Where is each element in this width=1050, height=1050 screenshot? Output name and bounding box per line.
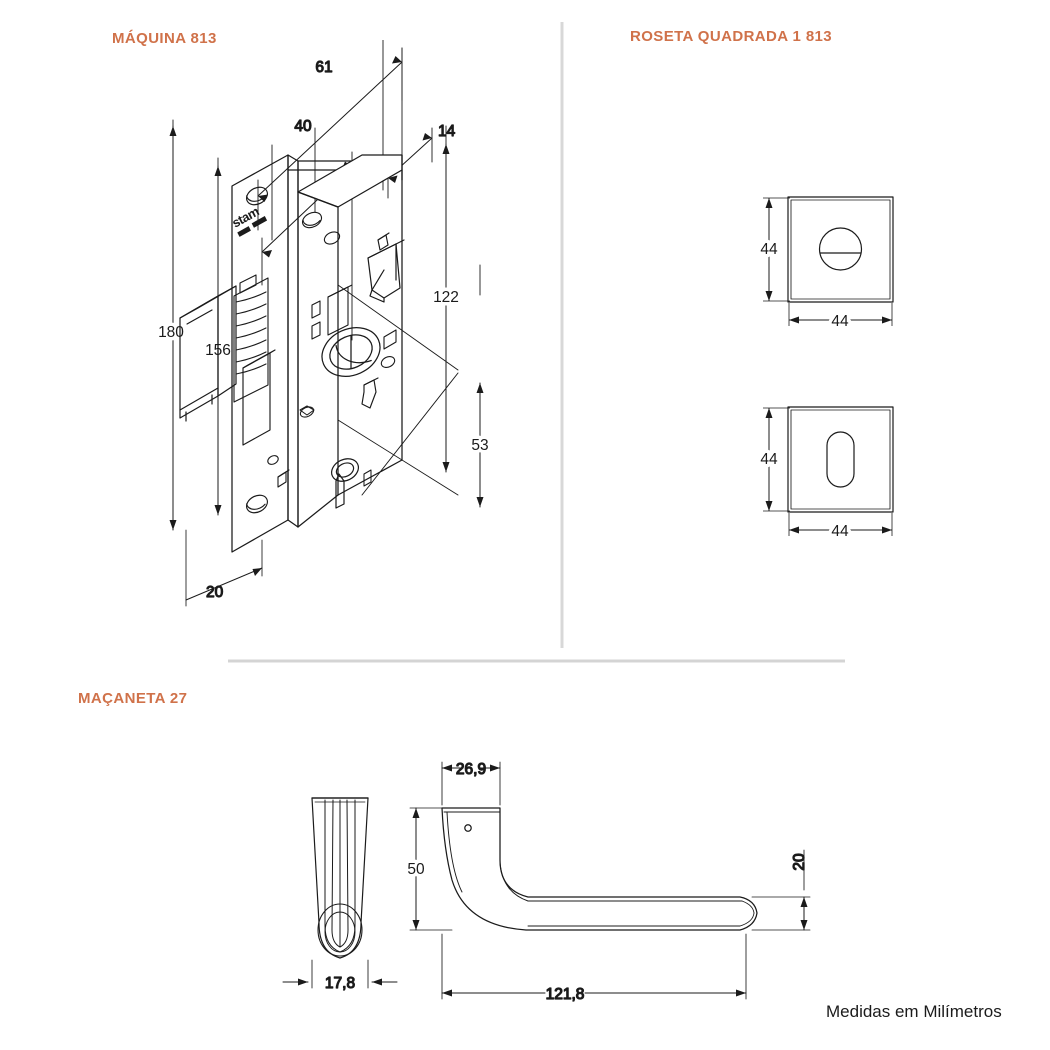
dim-53-line <box>476 382 484 508</box>
handle-profile <box>441 807 758 931</box>
dim-122-line <box>442 143 450 473</box>
thumbturn-circle <box>818 227 863 271</box>
deadbolt-slot <box>242 349 276 446</box>
rosette-plate <box>787 196 894 303</box>
handle-side-view: 26,9 50 20 <box>404 760 811 1004</box>
faceplate-screw-hole-top <box>246 186 268 206</box>
spring-coil <box>233 274 269 403</box>
handle-dim-26-9-label: 26,9 <box>456 761 486 778</box>
dim-53-label: 53 <box>471 437 488 454</box>
dim-180-line <box>169 125 177 531</box>
section-title-handle: MAÇANETA 27 <box>78 690 188 707</box>
faceplate-screw-hole-bottom <box>246 494 268 514</box>
faceplate-detail-holes <box>267 455 290 488</box>
dim-40-label: 40 <box>294 118 312 135</box>
dim-width-line <box>788 303 893 326</box>
dim-20-handle-line <box>751 849 811 931</box>
dim-height-line <box>763 197 790 302</box>
handle-dim-121-8-label: 121,8 <box>546 986 585 1003</box>
svg-text:stam: stam <box>230 204 262 231</box>
brand-logo-stam: stam <box>230 204 268 237</box>
rosette2-height-label: 44 <box>760 451 778 468</box>
handle-set-screw-hole <box>464 824 472 832</box>
rosette2-width-label: 44 <box>831 523 849 540</box>
machine-drawing: 61 40 14 <box>155 40 492 607</box>
dim-20-line <box>185 529 263 607</box>
latch-bolt <box>179 285 237 422</box>
handle-end-view: 17,8 <box>282 797 398 993</box>
dim-26-9-line <box>441 761 501 806</box>
rosette-plate <box>787 406 894 513</box>
keyhole-pin <box>363 469 372 487</box>
keyhole-oval <box>826 431 855 488</box>
rosette1-width-label: 44 <box>831 313 849 330</box>
dim-61-label: 61 <box>315 59 332 76</box>
handle-dim-17-8-label: 17,8 <box>325 975 355 992</box>
case-cam-upper <box>377 232 390 251</box>
case-screw-boss-2 <box>323 231 341 245</box>
case-tab-right <box>380 329 397 368</box>
case-cam-main <box>367 239 405 303</box>
dim-180-label: 180 <box>158 324 184 341</box>
lock-case <box>287 154 403 528</box>
handle-dim-20-label: 20 <box>791 853 808 871</box>
dim-height-line <box>763 407 790 512</box>
dim-17-8-line <box>282 959 398 989</box>
case-screw-boss-1 <box>301 211 323 229</box>
rosette1-height-label: 44 <box>760 241 778 258</box>
dim-20-label: 20 <box>206 584 224 601</box>
handle-dim-50-label: 50 <box>407 861 425 878</box>
case-tab-1 <box>311 284 353 340</box>
deadbolt-driver <box>361 377 379 409</box>
dim-122-label: 122 <box>433 289 459 306</box>
case-detail-flat <box>299 405 315 418</box>
handle-end-outline <box>311 797 369 959</box>
dim-121-8-line <box>441 933 747 1000</box>
dim-width-line <box>788 513 893 536</box>
rosette-keyhole-drawing: 44 44 <box>757 406 894 544</box>
dim-14-label: 14 <box>438 123 456 140</box>
units-footnote: Medidas em Milímetros <box>826 1002 1002 1021</box>
keyhole-ring <box>331 458 359 509</box>
spindle-hub <box>321 327 381 377</box>
section-title-machine: MÁQUINA 813 <box>112 30 217 47</box>
dim-50-line <box>409 807 453 931</box>
section-title-rosette: ROSETA QUADRADA 1 813 <box>630 28 833 45</box>
rosette-thumbturn-drawing: 44 44 <box>757 196 894 334</box>
